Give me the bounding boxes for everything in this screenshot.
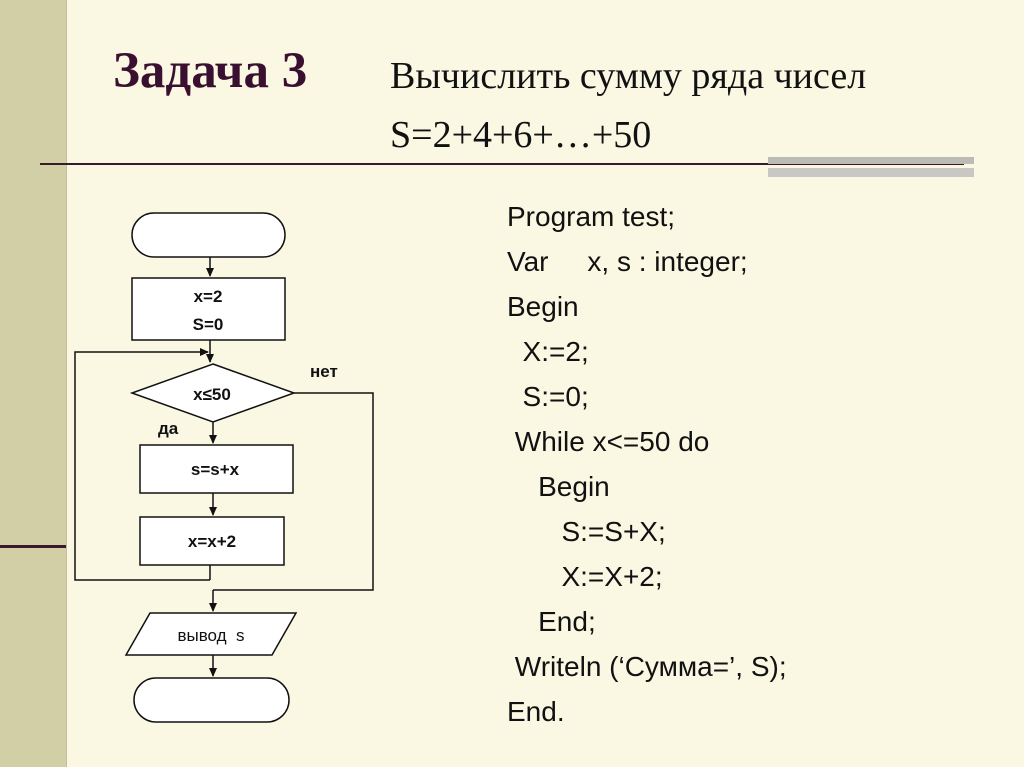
accent-bar [768,157,974,164]
flowchart: x=2 S=0 x≤50 нет да s=s+x x=x+2 вывод s [74,212,374,723]
code-line: Var x, s : integer; [507,246,748,277]
end-terminal [133,677,290,723]
code-line: While x<=50 do [507,426,710,457]
init-s-label: S=0 [193,315,224,334]
code-line: End; [507,606,596,637]
output-parallelogram [124,612,298,656]
no-label: нет [310,362,338,381]
code-line: X:=2; [507,336,589,367]
code-line: Writeln (‘Сумма=’, S); [507,651,787,682]
sidebar-decoration [0,0,67,767]
body1-label: s=s+x [191,460,240,479]
no-branch-line [213,392,374,591]
code-line: Begin [507,471,610,502]
sidebar-divider [0,545,66,548]
condition-label: x≤50 [193,385,231,404]
pascal-code-listing: Program test; Var x, s : integer; Begin … [507,194,787,734]
code-line: S:=S+X; [507,516,666,547]
init-x-label: x=2 [194,287,223,306]
loop-back-line [74,348,210,581]
body-block-sum [139,444,294,494]
body2-label: x=x+2 [188,532,236,551]
task-description: Вычислить сумму ряда чисел [390,55,867,97]
code-line: X:=X+2; [507,561,663,592]
slide-heading: Задача 3 [113,43,308,99]
yes-label: да [158,419,179,438]
output-label: вывод s [177,626,244,645]
code-line: End. [507,696,565,727]
accent-bar-lower [768,168,974,177]
body-block-increment [139,516,285,566]
code-line: Begin [507,291,579,322]
code-line: S:=0; [507,381,589,412]
title-divider [40,163,964,165]
start-terminal [131,212,286,258]
code-line: Program test; [507,201,676,232]
init-block [131,277,286,341]
series-formula: S=2+4+6+…+50 [390,114,652,156]
